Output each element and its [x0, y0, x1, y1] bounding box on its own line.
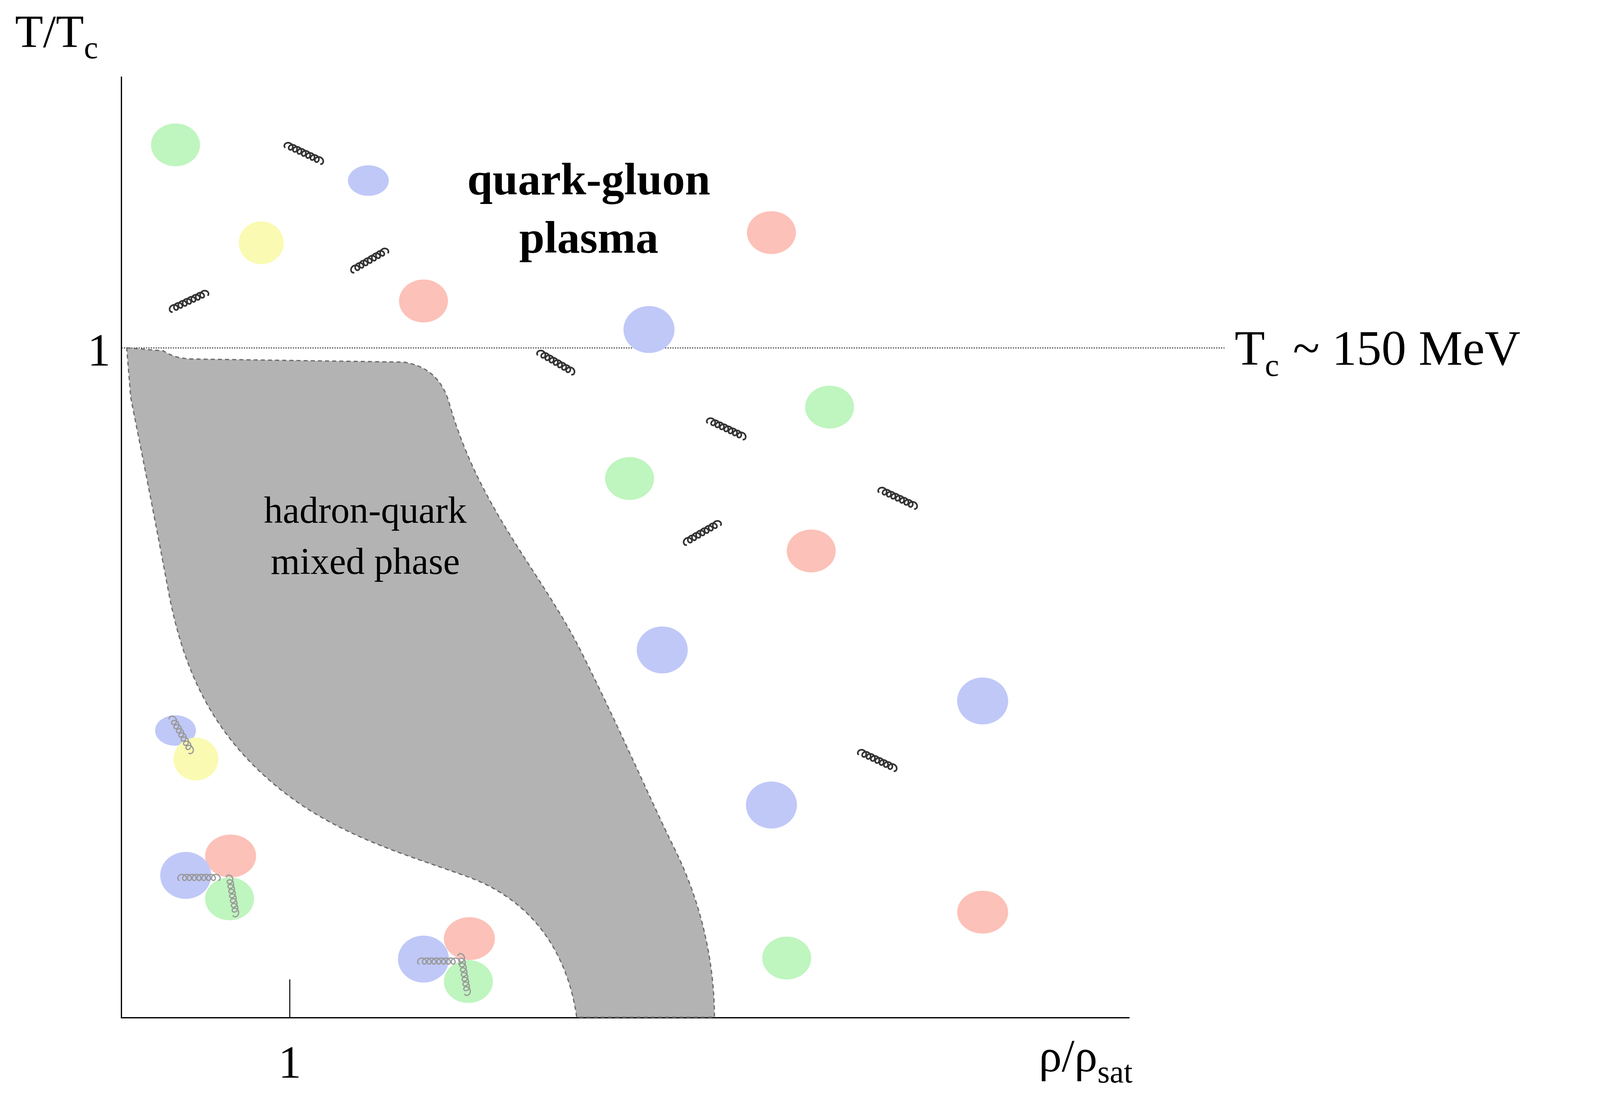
quark-blob [745, 781, 797, 829]
axis-title-main: ρ/ρ [1038, 1032, 1098, 1079]
gluon-coil [177, 874, 221, 881]
tc-annotation: Tc~ 150 MeV [1234, 323, 1521, 374]
gluon-coil [226, 874, 240, 918]
gluon-coil [536, 348, 576, 376]
tick [289, 979, 291, 1018]
quark-blob [957, 890, 1009, 934]
tc-dotted-line [121, 347, 1225, 349]
mixed-phase-region: hadron-quark mixed phase [121, 345, 717, 1019]
mixed-phase-shape [126, 348, 715, 1018]
gluon-coil [168, 714, 195, 755]
gluon-coil [877, 486, 919, 510]
quark-blob [443, 917, 496, 960]
quark-blob [746, 211, 797, 254]
gluon-coil [417, 958, 460, 964]
gluon-coil [706, 416, 747, 440]
axis-title: ρ/ρsat [1038, 1032, 1133, 1079]
axis-title-subscript: c [83, 31, 99, 64]
quark-blob [150, 123, 200, 167]
gluon-coil [857, 748, 898, 772]
quark-blob [623, 306, 675, 353]
tc-value: ~ 150 MeV [1292, 323, 1521, 374]
tick-label: 1 [278, 1039, 302, 1086]
gluon-coil [168, 289, 210, 313]
quark-blob [398, 279, 448, 323]
tc-subscript: c [1264, 349, 1280, 381]
t-axis [120, 76, 122, 1019]
axis-title-main: T/T [15, 8, 84, 55]
quark-blob [786, 529, 837, 573]
gluon-coil [283, 141, 325, 165]
axis-title-subscript: sat [1097, 1055, 1133, 1088]
tick-label: 1 [87, 327, 111, 374]
quark-blob [636, 626, 688, 674]
phase-label: quark-gluon plasma [426, 149, 752, 267]
gluon-coil [457, 952, 471, 996]
axis-title: T/Tc [15, 8, 98, 55]
quark-blob [605, 457, 655, 500]
quark-blob [348, 165, 389, 196]
region-label: hadron-quark mixed phase [234, 484, 496, 587]
gluon-coil [681, 519, 722, 546]
quark-blob [238, 221, 284, 265]
region-outline [121, 345, 717, 1019]
gluon-coil [349, 246, 390, 274]
quark-blob [762, 936, 812, 980]
quark-blob [957, 677, 1009, 724]
quark-blob [805, 385, 855, 429]
tc-symbol: T [1234, 323, 1265, 374]
quark-blob [205, 834, 257, 878]
quark-blob [173, 737, 219, 781]
